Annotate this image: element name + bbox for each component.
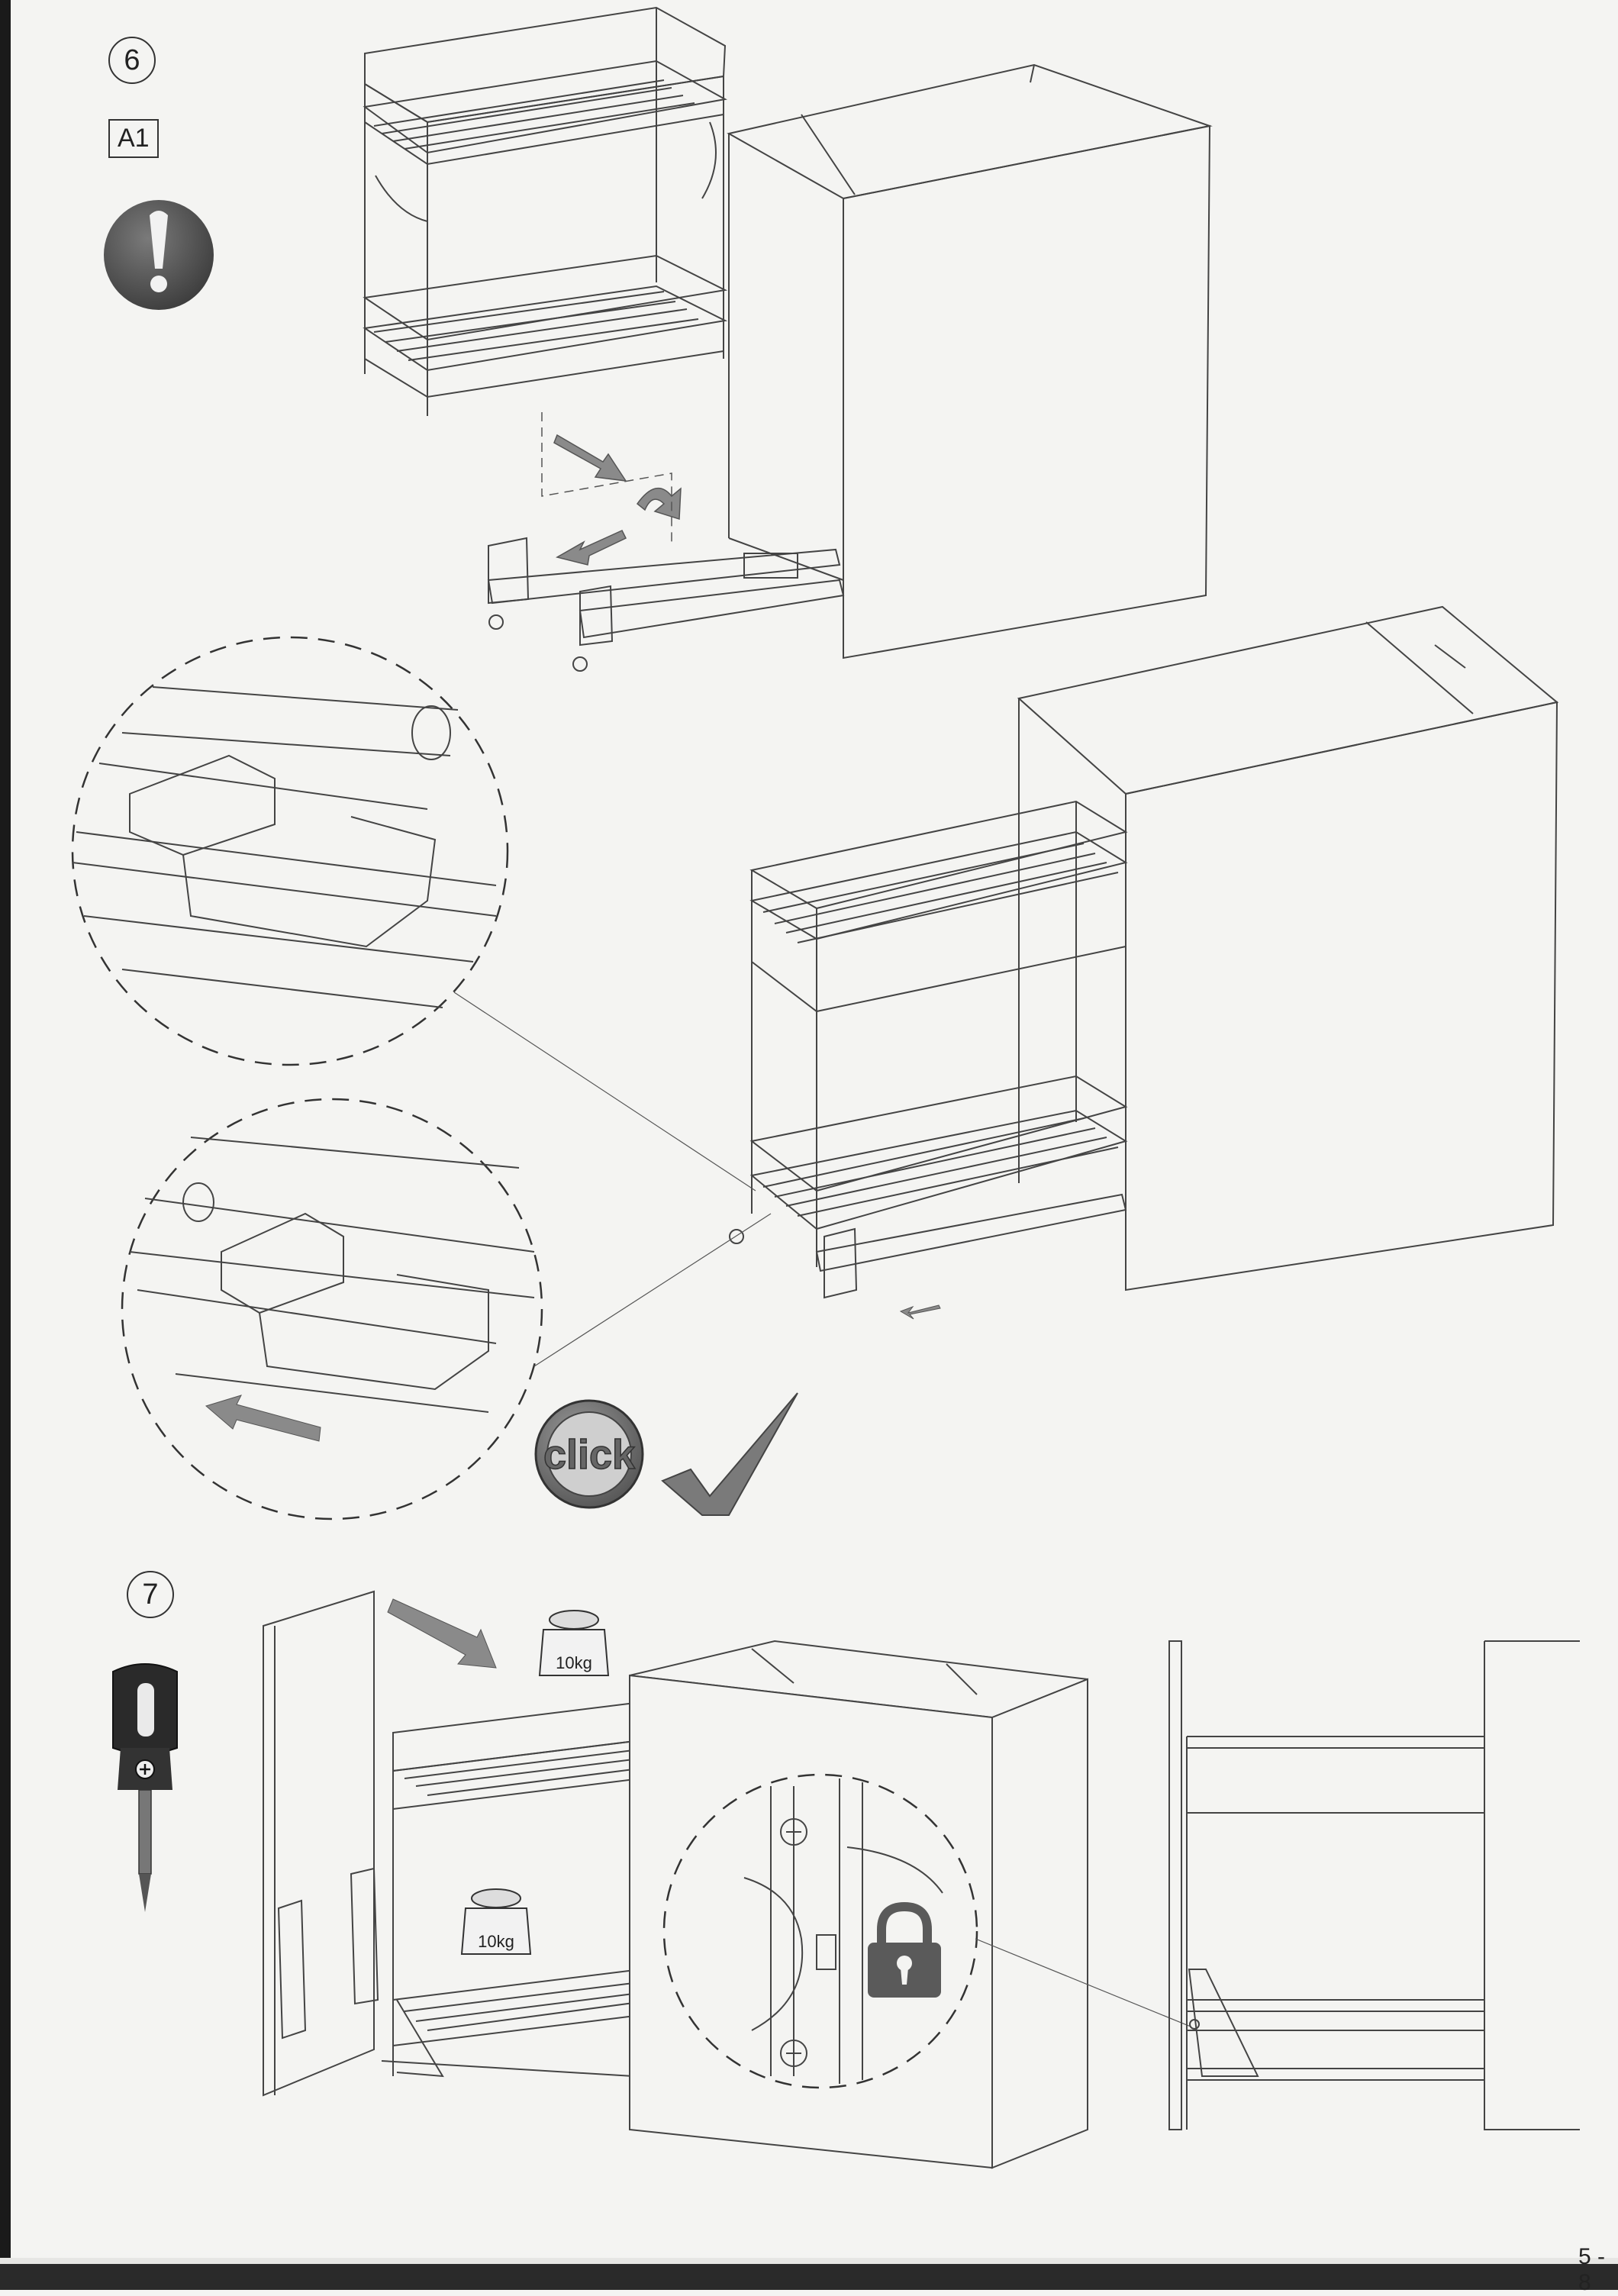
pull-arrow	[899, 1304, 941, 1320]
click-icon: click	[534, 1399, 644, 1509]
step-6-installed-cabinet	[1017, 605, 1559, 1292]
checkmark-icon	[661, 1392, 798, 1516]
weight-label-top: 10kg	[556, 1653, 592, 1672]
step-6-basket	[363, 6, 728, 416]
detail-circle-bottom	[121, 1098, 543, 1520]
warning-icon	[104, 200, 214, 310]
door-arrow	[387, 1598, 497, 1669]
step-7-number: 7	[127, 1571, 174, 1618]
leader-line-lock	[975, 1938, 1191, 2027]
step-6-cabinet	[727, 63, 1213, 659]
step-7-side-view	[1168, 1640, 1580, 2130]
click-text: click	[543, 1432, 636, 1478]
guide-line	[541, 412, 672, 542]
leader-line-bottom	[533, 1213, 772, 1367]
part-code-box: A1	[108, 119, 159, 158]
detail-circle-lock	[662, 1773, 978, 2089]
detail-circle-top	[71, 636, 509, 1066]
page-binding-edge	[0, 0, 11, 2290]
lock-icon	[868, 1901, 941, 1998]
page-number: 5 - 8	[1578, 2244, 1606, 2295]
step-6-installed-basket	[729, 800, 1128, 1299]
weight-label-middle: 10kg	[478, 1932, 514, 1951]
screwdriver-icon	[112, 1663, 178, 1912]
leader-line-top	[453, 992, 756, 1192]
weight-icon-middle: 10kg	[460, 1888, 532, 1955]
weight-icon-top: 10kg	[538, 1610, 610, 1676]
page-bottom-edge	[0, 2264, 1618, 2290]
motion-arrows	[553, 434, 682, 566]
step-6-number: 6	[108, 37, 156, 84]
step-6-runner	[487, 537, 845, 672]
slide-arrow	[205, 1395, 321, 1442]
